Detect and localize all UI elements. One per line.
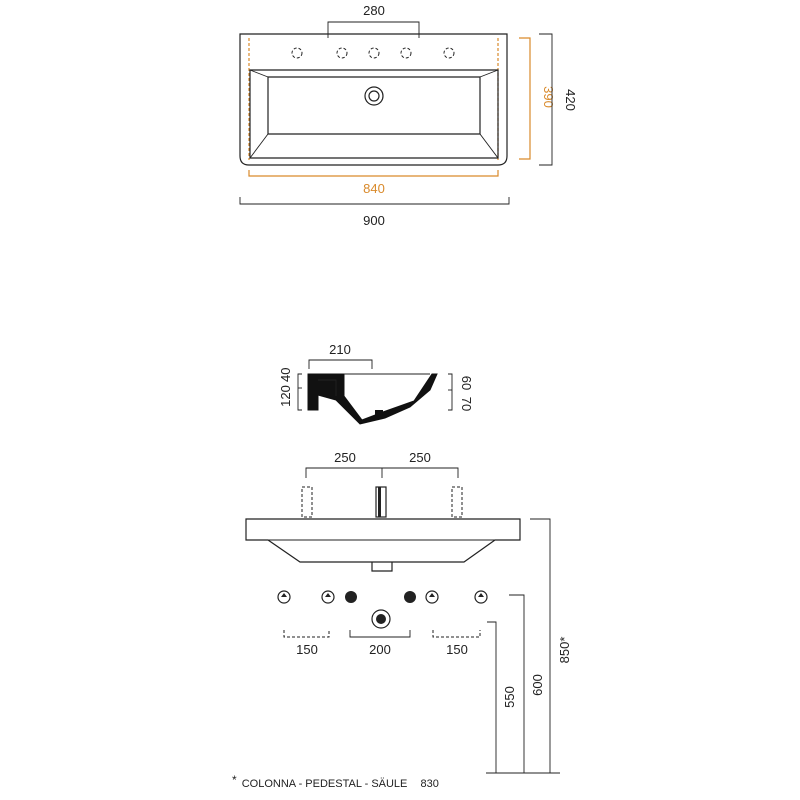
- front-view: 250 250 150 200 150: [245, 450, 572, 774]
- basin-outline-top: [239, 33, 508, 166]
- basin-front: [245, 518, 521, 563]
- inner-rim-dashed: [248, 38, 499, 160]
- svg-text:150: 150: [446, 642, 468, 657]
- dim-inner-width: 840: [248, 170, 499, 196]
- dim-outer-width: 900: [239, 197, 510, 228]
- svg-text:420: 420: [563, 89, 578, 111]
- drain-front: [371, 609, 391, 629]
- svg-text:850*: 850*: [557, 637, 572, 664]
- fittings-row: [277, 590, 488, 629]
- dim-taps: 250 250: [305, 450, 459, 478]
- drain-top: [364, 86, 384, 106]
- dim-outer-depth: 420: [539, 33, 578, 166]
- svg-text:250: 250: [334, 450, 356, 465]
- svg-text:250: 250: [409, 450, 431, 465]
- dim-section-top: 210: [308, 342, 373, 369]
- svg-text:60: 60: [459, 376, 474, 390]
- dim-height-850: 850*: [530, 518, 572, 773]
- tap-holes: [291, 47, 455, 59]
- svg-text:120: 120: [278, 385, 293, 407]
- svg-text:200: 200: [369, 642, 391, 657]
- top-view: 280 390 420 840 900: [239, 3, 578, 228]
- svg-text:390: 390: [541, 86, 556, 108]
- footnote: * COLONNA - PEDESTAL - SÄULE 830: [232, 773, 439, 790]
- tap-left: [301, 486, 313, 518]
- dim-section-right: 70 60: [448, 373, 474, 411]
- svg-text:40: 40: [278, 368, 293, 382]
- trap-front: [371, 562, 393, 572]
- svg-text:280: 280: [363, 3, 385, 18]
- svg-text:900: 900: [363, 213, 385, 228]
- dim-bottom: 150 200 150: [283, 630, 481, 657]
- dim-height-600: 600: [509, 594, 545, 773]
- dim-height-550: 550: [487, 621, 517, 773]
- svg-text:550: 550: [502, 686, 517, 708]
- footnote-code: 830: [420, 778, 439, 790]
- svg-text:210: 210: [329, 342, 351, 357]
- bowl-outer-top: [249, 69, 499, 159]
- svg-text:70: 70: [459, 397, 474, 411]
- svg-text:840: 840: [363, 181, 385, 196]
- dim-inner-depth: 390: [519, 37, 556, 160]
- svg-text:600: 600: [530, 674, 545, 696]
- dim-tap-spacing: 280: [327, 3, 420, 38]
- footnote-text: COLONNA - PEDESTAL - SÄULE: [241, 778, 408, 790]
- section-view: 210 120 40 70 60: [278, 342, 474, 425]
- footnote-star: *: [232, 773, 237, 787]
- basin-section-profile: [307, 373, 438, 425]
- dim-section-left: 120 40: [278, 368, 302, 411]
- tap-right: [451, 486, 463, 518]
- svg-text:150: 150: [296, 642, 318, 657]
